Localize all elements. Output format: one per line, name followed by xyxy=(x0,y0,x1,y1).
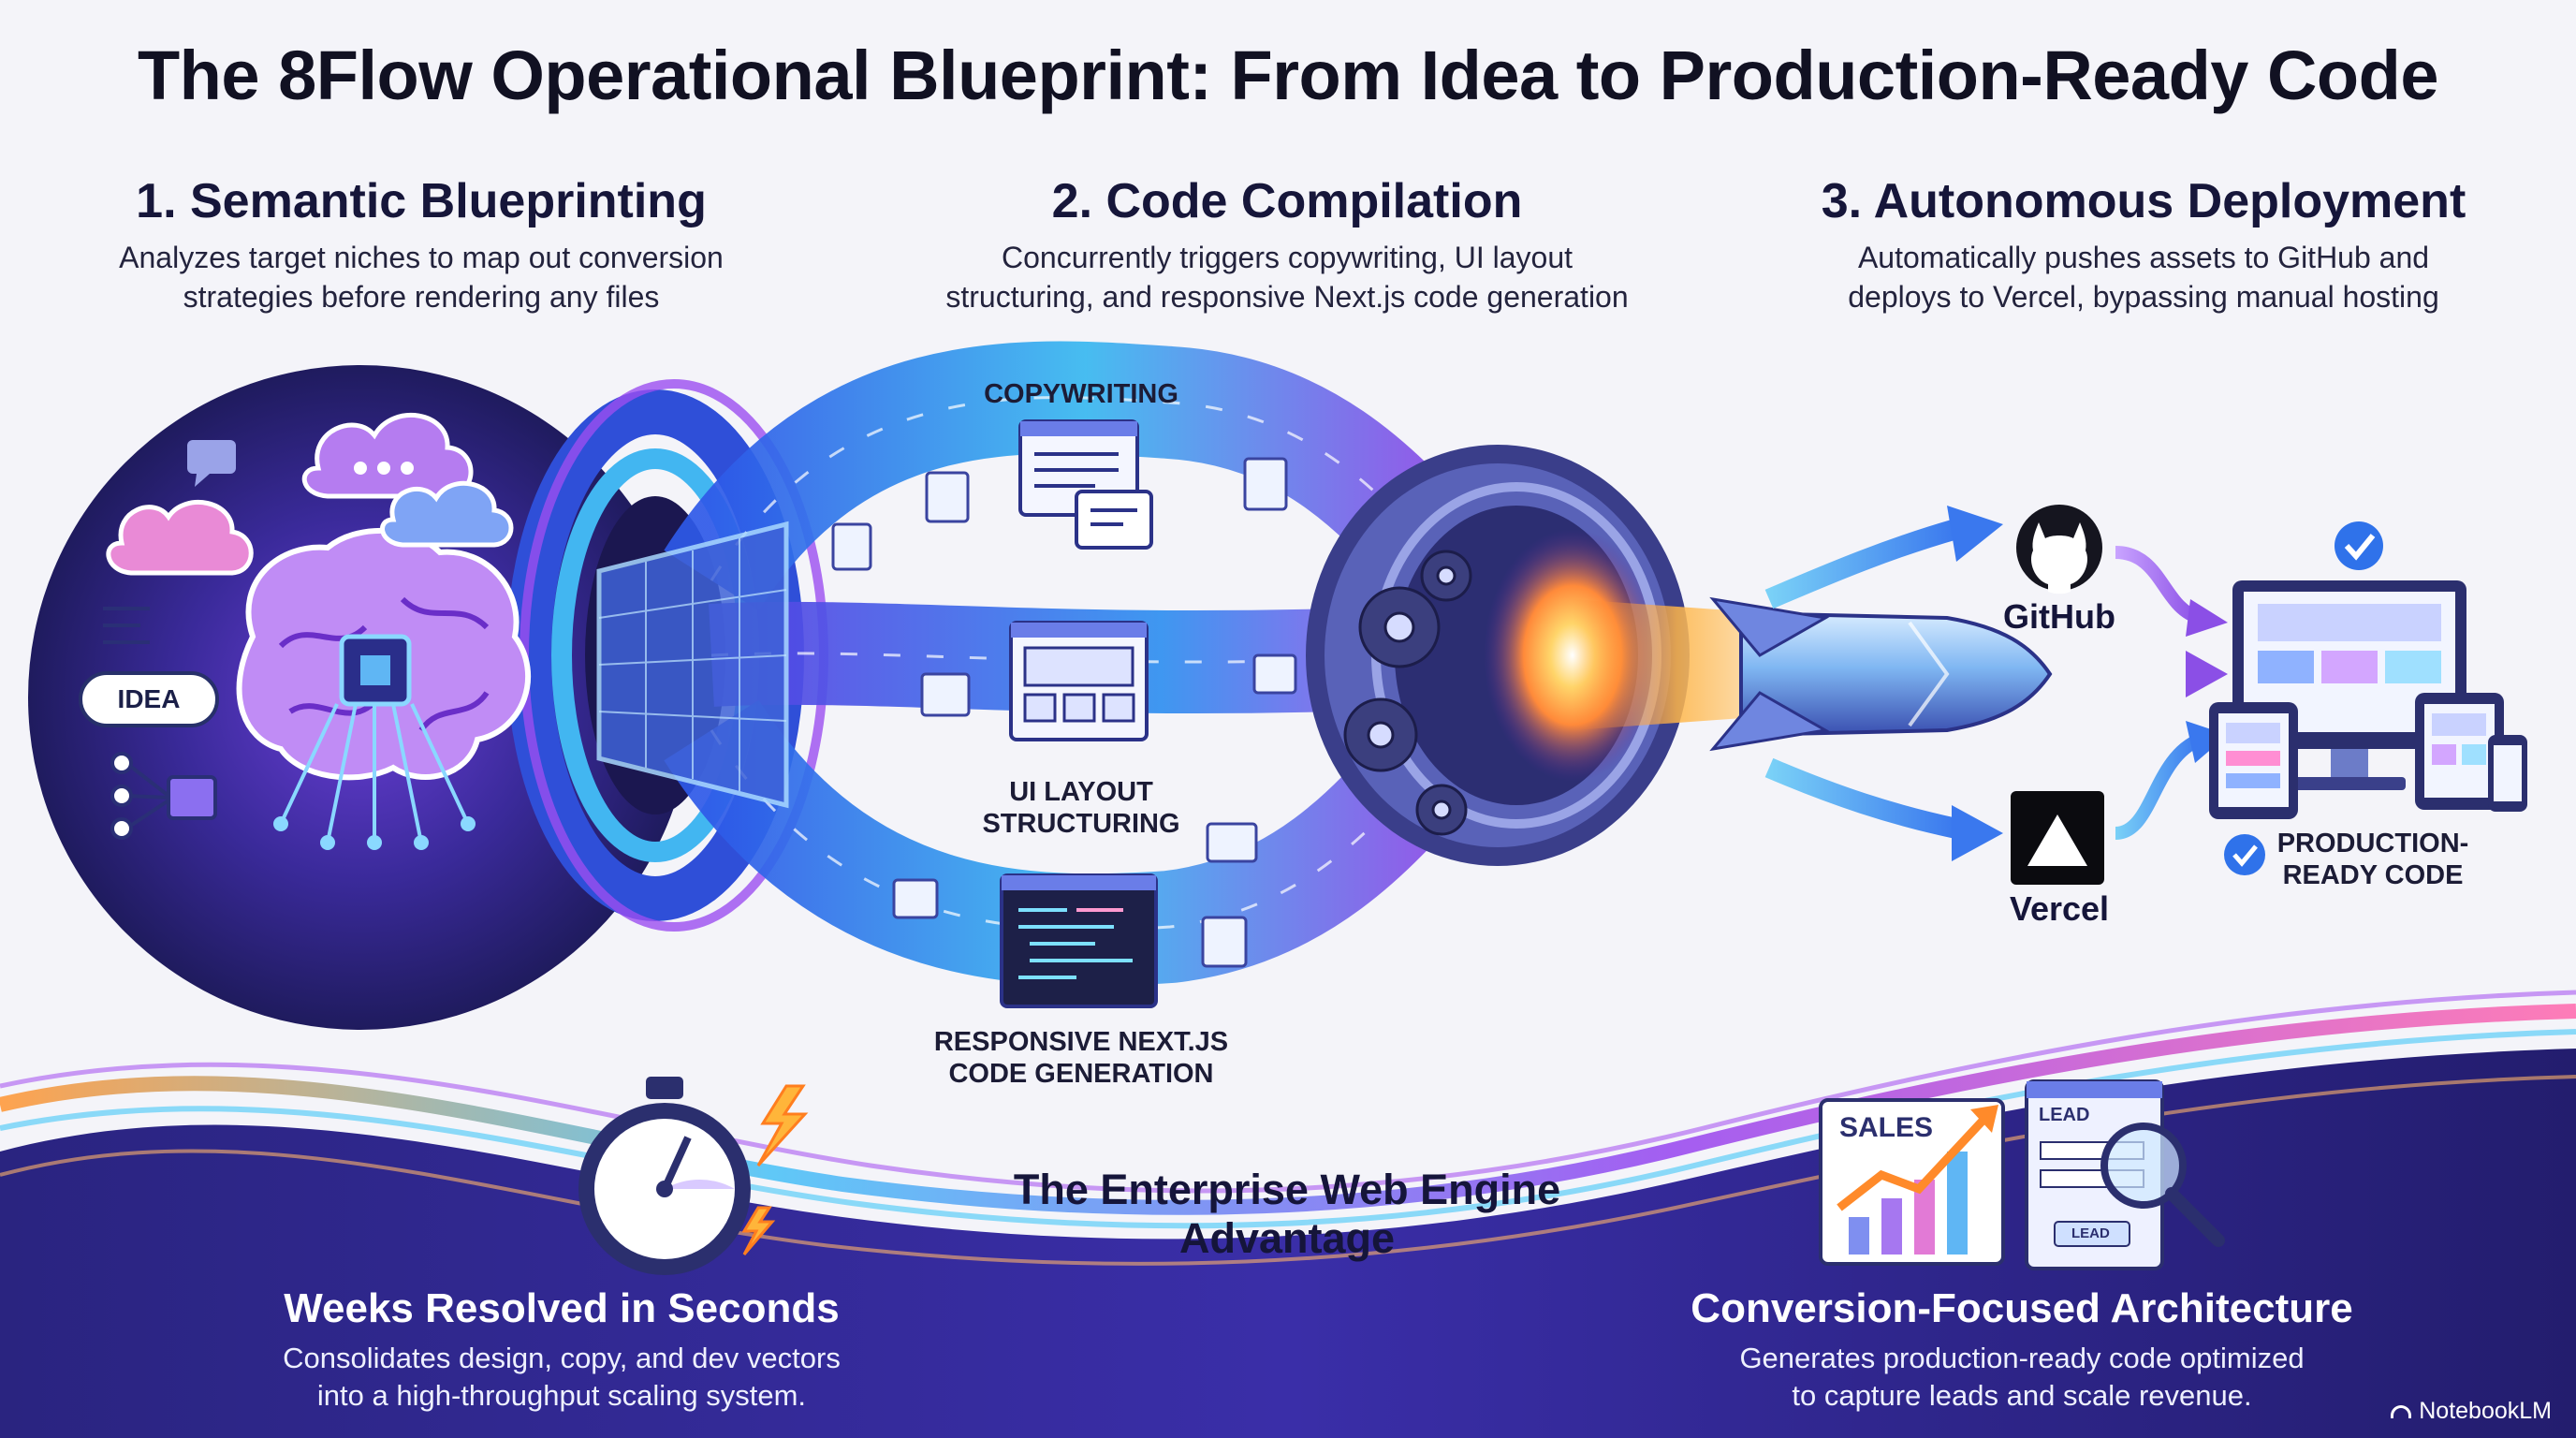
network-icon xyxy=(110,752,217,840)
check-icon xyxy=(2224,834,2265,875)
copywriting-label: COPYWRITING xyxy=(984,379,1178,409)
page-title: The 8Flow Operational Blueprint: From Id… xyxy=(137,37,2439,114)
document-icon xyxy=(831,457,1297,968)
deploy-arrows xyxy=(1764,506,2228,861)
phone-icon xyxy=(2488,735,2527,812)
chart-icon xyxy=(1819,1098,2005,1266)
production-label-line-1: PRODUCTION- xyxy=(2276,829,2469,858)
step-1-title: 1. Semantic Blueprinting xyxy=(136,174,707,228)
tablet-icon xyxy=(2415,693,2504,810)
github-label: GitHub xyxy=(2003,597,2115,636)
brain-icon xyxy=(236,527,532,850)
tablet-icon xyxy=(2209,702,2298,819)
nextjs-label-line-1: RESPONSIVE NEXT.JS xyxy=(933,1027,1229,1057)
benefit-1-desc-line-1: Consolidates design, copy, and dev vecto… xyxy=(283,1342,841,1374)
step-3-desc-line-1: Automatically pushes assets to GitHub an… xyxy=(1857,241,2430,274)
advantage-title-line-1: The Enterprise Web Engine xyxy=(1013,1166,1561,1213)
vercel-icon xyxy=(2011,791,2104,885)
notebooklm-label: NotebookLM xyxy=(2419,1398,2552,1424)
stopwatch-icon xyxy=(578,1077,751,1275)
ui-layout-card xyxy=(1009,621,1149,741)
check-icon xyxy=(2334,521,2383,570)
step-2-desc-line-1: Concurrently triggers copywriting, UI la… xyxy=(1001,241,1573,274)
chat-bubble-icon xyxy=(187,440,236,487)
magnifier-icon xyxy=(2100,1123,2225,1247)
cloud-icon xyxy=(106,412,514,576)
advantage-title-line-2: Advantage xyxy=(1178,1214,1396,1262)
sales-label: SALES xyxy=(1839,1112,1934,1143)
compiler-cylinder xyxy=(1306,445,1690,866)
benefit-2-desc-line-1: Generates production-ready code optimize… xyxy=(1739,1342,2305,1374)
ui-layout-label-line-1: UI LAYOUT xyxy=(1009,777,1153,807)
gear-icon xyxy=(1343,550,1472,836)
lead-label: LEAD xyxy=(2039,1105,2090,1125)
code-editor-card xyxy=(1000,873,1158,1008)
idea-pill: IDEA xyxy=(79,671,219,727)
step-2-title: 2. Code Compilation xyxy=(1051,174,1523,228)
blueprint-panel xyxy=(596,521,789,809)
benefit-1-desc-line-2: into a high-throughput scaling system. xyxy=(316,1379,807,1412)
step-1-desc-line-2: strategies before rendering any files xyxy=(183,280,660,314)
rocket-icon xyxy=(1709,596,2053,752)
github-icon xyxy=(2016,505,2102,594)
benefit-2-desc-line-2: to capture leads and scale revenue. xyxy=(1792,1379,2252,1412)
vercel-label: Vercel xyxy=(2009,889,2110,928)
step-3-desc-line-2: deploys to Vercel, bypassing manual host… xyxy=(1848,280,2439,314)
step-1-desc-line-1: Analyzes target niches to map out conver… xyxy=(119,241,724,274)
step-3-title: 3. Autonomous Deployment xyxy=(1821,174,2466,228)
benefit-1-title: Weeks Resolved in Seconds xyxy=(284,1285,840,1331)
lightning-icon xyxy=(741,1084,809,1255)
production-label-line-2: READY CODE xyxy=(2282,860,2464,890)
lead-button-label: LEAD xyxy=(2071,1225,2110,1241)
ui-layout-label-line-2: STRUCTURING xyxy=(982,809,1180,839)
benefit-2-title: Conversion-Focused Architecture xyxy=(1690,1285,2353,1331)
notebooklm-logo-icon xyxy=(2391,1404,2412,1418)
nextjs-label-line-2: CODE GENERATION xyxy=(948,1059,1214,1089)
document-icon xyxy=(103,607,150,644)
copywriting-card xyxy=(1018,419,1153,550)
notebooklm-watermark: NotebookLM xyxy=(2391,1398,2552,1425)
step-2-desc-line-2: structuring, and responsive Next.js code… xyxy=(945,280,1629,314)
